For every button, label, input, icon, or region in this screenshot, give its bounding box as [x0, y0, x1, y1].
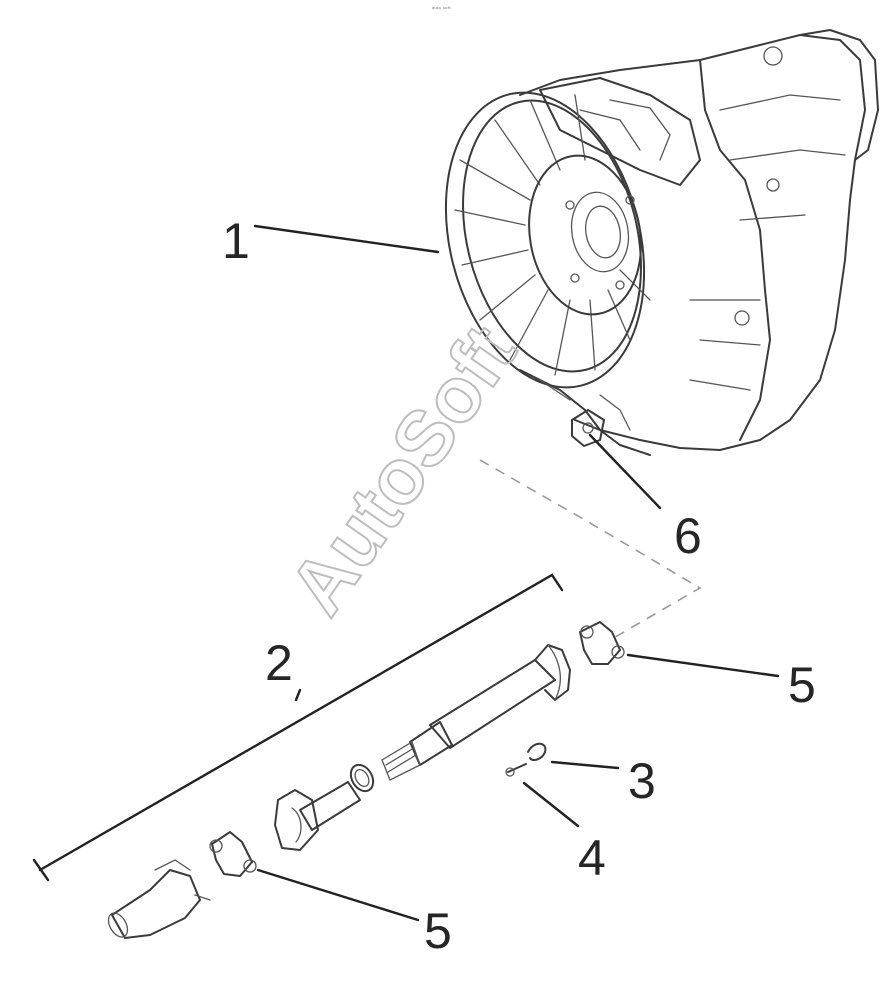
callout-4: 4: [578, 830, 606, 886]
transmission-housing: [444, 29, 879, 456]
output-flange: [571, 409, 605, 447]
leader-6: [588, 433, 662, 510]
header-mark: ᵃᵘᵗᵒ ˢᵒᶠᵗ: [432, 6, 451, 13]
flange-yoke: [107, 859, 211, 939]
bolt: [505, 763, 527, 777]
leader-1: [253, 224, 440, 254]
leader-5-upper: [626, 653, 780, 678]
drive-shaft-assembly: [274, 644, 571, 851]
universal-joint-cross-upper: [579, 621, 625, 665]
leader-4: [522, 781, 580, 828]
universal-joint-cross-lower: [209, 831, 257, 877]
watermark: AutoSoft: [272, 310, 533, 630]
callout-6: 6: [674, 508, 702, 564]
callout-5-lower: 5: [424, 903, 452, 959]
leader-3: [550, 760, 620, 770]
callout-1: 1: [222, 213, 250, 269]
clip: [527, 742, 547, 761]
callout-3: 3: [628, 753, 656, 809]
leader-5-lower: [256, 868, 420, 922]
callout-5-upper: 5: [788, 657, 816, 713]
leader-2-bracket: [32, 573, 564, 882]
callout-2: 2: [265, 635, 293, 691]
assembly-dash-line: [479, 459, 702, 641]
